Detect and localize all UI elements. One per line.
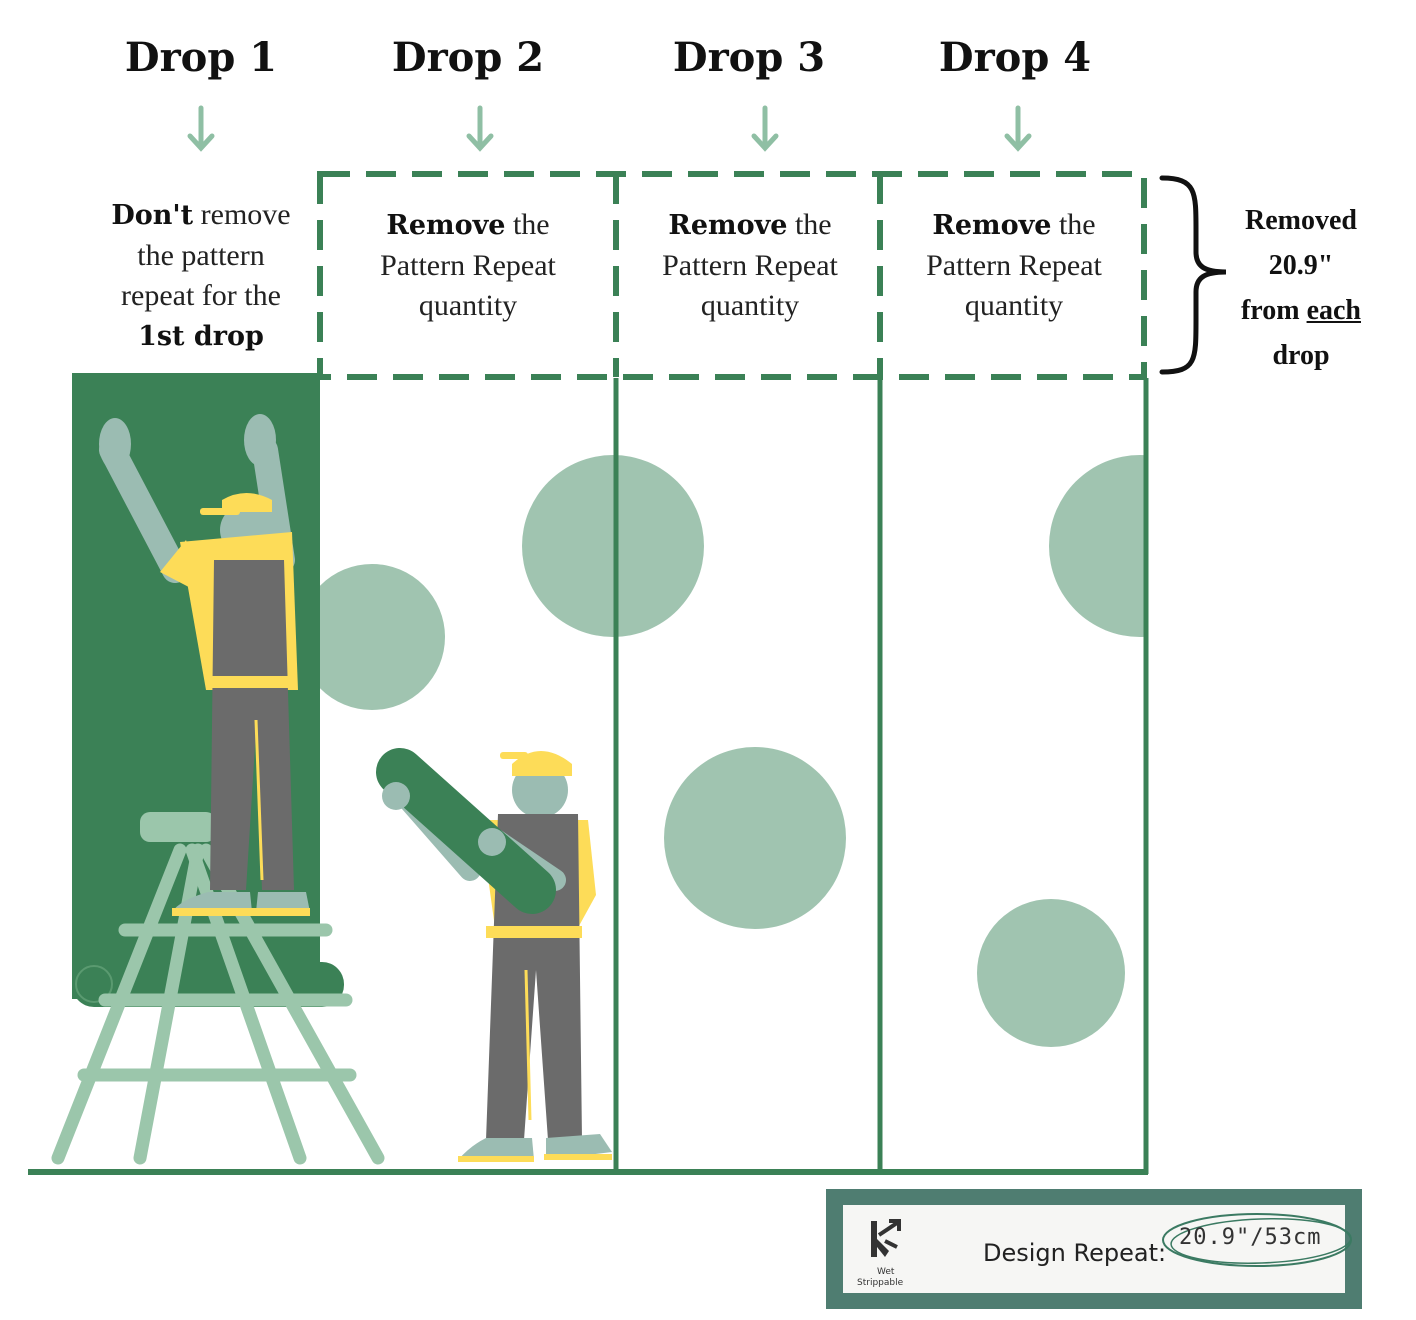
drop-dividers <box>613 378 1149 1174</box>
drop-3-instruction: Remove the Pattern Repeat quantity <box>662 208 838 322</box>
drop-2-instruction: Remove the Pattern Repeat quantity <box>380 208 556 322</box>
down-arrow-icon <box>1004 105 1032 152</box>
curly-brace-icon <box>1159 175 1227 375</box>
removed-repeat-region <box>317 171 1147 380</box>
brand-caption: Wet Strippable <box>857 1267 904 1288</box>
drop-2-title: Drop 2 <box>391 34 545 81</box>
drop-4-instruction: Remove the Pattern Repeat quantity <box>926 208 1102 322</box>
drop-4-title: Drop 4 <box>938 34 1092 81</box>
circled-highlight <box>1162 1213 1352 1267</box>
pattern-circles <box>318 455 1146 1047</box>
down-arrow-icon <box>751 105 779 152</box>
worker-with-roll <box>376 748 612 1162</box>
down-arrow-icon <box>466 105 494 152</box>
brand-logo-icon <box>871 1219 901 1257</box>
removed-amount-note: Removed 20.9" from each drop <box>1240 205 1361 371</box>
design-repeat-label: Design Repeat: <box>983 1239 1167 1267</box>
worker-on-ladder <box>99 414 310 916</box>
drop-1-title: Drop 1 <box>124 34 278 81</box>
design-repeat-value: 20.9"/53cm <box>1179 1225 1322 1250</box>
first-drop-instruction: Don't remove the pattern repeat for the … <box>111 198 291 352</box>
drop-3-title: Drop 3 <box>672 34 826 81</box>
down-arrow-icon <box>187 105 215 152</box>
product-label: Wet Strippable Design Repeat: 20.9"/53cm <box>826 1189 1362 1309</box>
